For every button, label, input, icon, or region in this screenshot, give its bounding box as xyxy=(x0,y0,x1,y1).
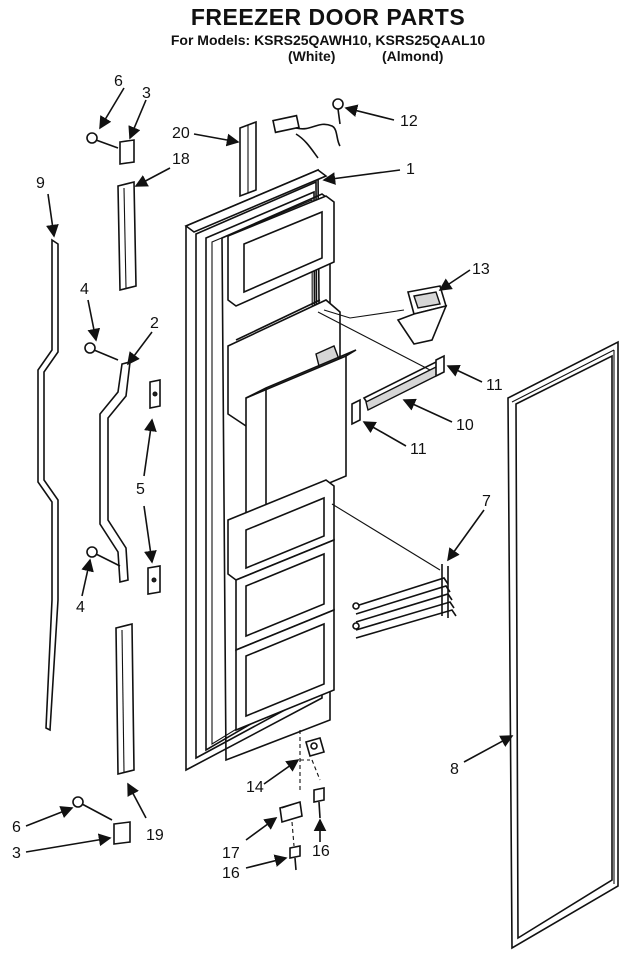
part-12-wire-harness xyxy=(272,98,344,159)
part-14-hinge-bushing xyxy=(305,737,325,757)
part-8-door-gasket xyxy=(507,340,619,950)
callout-8: 8 xyxy=(450,761,459,778)
callout-20: 20 xyxy=(172,125,190,142)
part-2-door-handle xyxy=(99,360,131,584)
callout-10: 10 xyxy=(456,417,474,434)
part-16-screw-right xyxy=(313,787,325,819)
callout-19: 19 xyxy=(146,827,164,844)
callout-4-upper: 4 xyxy=(80,281,89,298)
part-5-bracket-lower xyxy=(147,565,161,595)
part-4-screw-upper xyxy=(84,342,119,361)
callout-17: 17 xyxy=(222,845,240,862)
part-3-clip-bottom xyxy=(113,821,131,845)
callout-6-top: 6 xyxy=(114,73,123,90)
callout-12: 12 xyxy=(400,113,418,130)
callout-9: 9 xyxy=(36,175,45,192)
callout-3-bottom: 3 xyxy=(12,845,21,862)
callout-13: 13 xyxy=(472,261,490,278)
callout-1: 1 xyxy=(406,161,415,178)
callout-16-right: 16 xyxy=(312,843,330,860)
part-16-screw-left xyxy=(289,845,301,871)
callout-2: 2 xyxy=(150,315,159,332)
part-13-ice-chute xyxy=(396,285,448,345)
callout-16-left: 16 xyxy=(222,865,240,882)
color-white-label: (White) xyxy=(288,48,336,64)
part-20-door-strip xyxy=(239,120,257,198)
part-4-screw-lower xyxy=(86,546,121,567)
part-19-handle-spacer xyxy=(115,622,135,776)
callout-18: 18 xyxy=(172,151,190,168)
leader-lines xyxy=(25,87,514,869)
assembly-guide-lines xyxy=(291,309,441,847)
part-9-handle-trim xyxy=(37,238,59,732)
part-6-screw-top xyxy=(86,132,119,149)
part-11-clip-upper xyxy=(435,354,445,378)
callout-7: 7 xyxy=(482,493,491,510)
part-17-hinge-block xyxy=(279,800,303,824)
callout-4-lower: 4 xyxy=(76,599,85,616)
callout-11-upper: 11 xyxy=(486,377,503,394)
part-6-screw-bottom xyxy=(72,796,113,821)
callout-5: 5 xyxy=(136,481,145,498)
diagram-title: FREEZER DOOR PARTS xyxy=(190,4,466,30)
callout-14: 14 xyxy=(246,779,264,796)
callout-6-bottom: 6 xyxy=(12,819,21,836)
callout-11-lower: 11 xyxy=(410,441,427,458)
part-11-clip-lower xyxy=(351,398,361,426)
part-7-heater-bundle xyxy=(352,564,457,639)
callout-3-top: 3 xyxy=(142,85,151,102)
part-1-freezer-door xyxy=(184,168,357,772)
part-5-bracket-upper xyxy=(149,379,161,409)
part-18-handle-spacer xyxy=(117,180,137,292)
model-numbers: For Models: KSRS25QAWH10, KSRS25QAAL10 xyxy=(170,32,486,48)
color-almond-label: (Almond) xyxy=(382,48,444,64)
part-3-clip-top xyxy=(119,139,135,165)
